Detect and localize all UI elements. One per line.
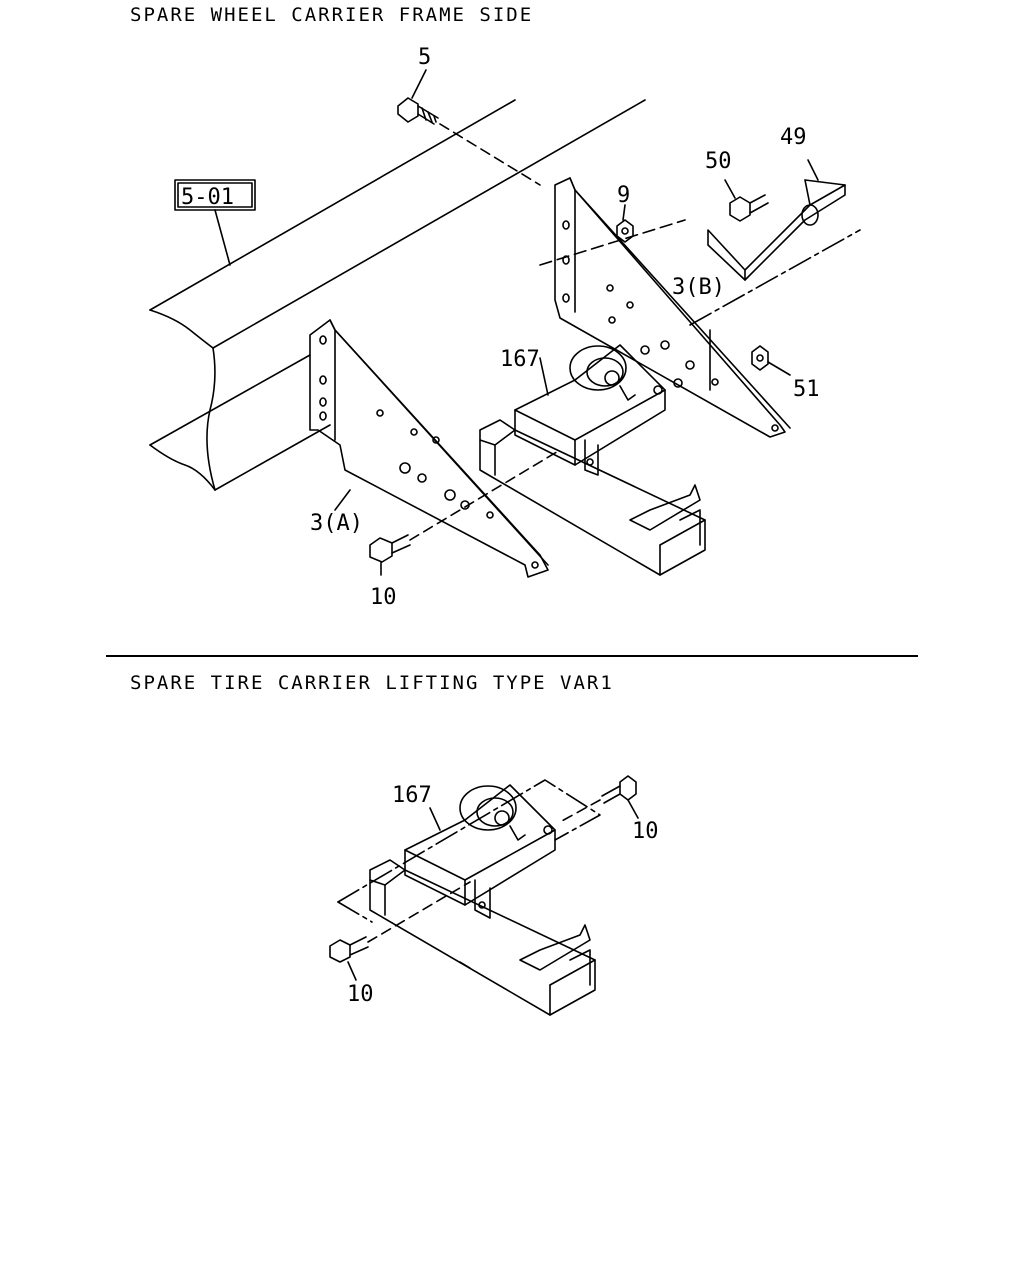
- label-10-bottom-right: 10: [632, 819, 659, 844]
- bolt-10-left-icon: [329, 936, 369, 981]
- label-167-bottom: 167: [392, 783, 432, 808]
- carrier-cradle-bottom: [369, 859, 596, 1016]
- bolt-50-icon: [724, 179, 769, 222]
- winch-167-bottom: [404, 784, 556, 919]
- carrier-cradle-top: [479, 419, 706, 576]
- label-3b: 3(B): [672, 275, 725, 300]
- bracket-3a: [309, 319, 549, 578]
- label-5: 5: [418, 45, 431, 70]
- cover-49: [707, 159, 846, 281]
- section-title-lifting-type: SPARE TIRE CARRIER LIFTING TYPE VAR1: [130, 672, 614, 694]
- frame-rail: [149, 99, 646, 491]
- leader-bolt-5: [439, 123, 541, 186]
- bolt-10-right-icon: [601, 775, 639, 819]
- nut-9-icon: [616, 204, 634, 243]
- label-3a: 3(A): [310, 511, 363, 536]
- label-49: 49: [780, 125, 807, 150]
- winch-167-top: [514, 344, 666, 476]
- label-10-bottom-left: 10: [347, 982, 374, 1007]
- section-divider: [106, 655, 918, 657]
- label-51: 51: [793, 377, 820, 402]
- section-title-frame-side: SPARE WHEEL CARRIER FRAME SIDE: [130, 4, 534, 26]
- reference-box-5-01: [174, 179, 256, 266]
- label-5-01: 5-01: [181, 185, 234, 210]
- bolt-10-icon: [369, 534, 411, 576]
- bracket-3b: [554, 177, 791, 438]
- bolt-5-icon: [397, 69, 439, 125]
- label-167-top: 167: [500, 347, 540, 372]
- label-10-top: 10: [370, 585, 397, 610]
- label-50: 50: [705, 149, 732, 174]
- label-9: 9: [617, 183, 630, 208]
- nut-51-icon: [751, 345, 791, 376]
